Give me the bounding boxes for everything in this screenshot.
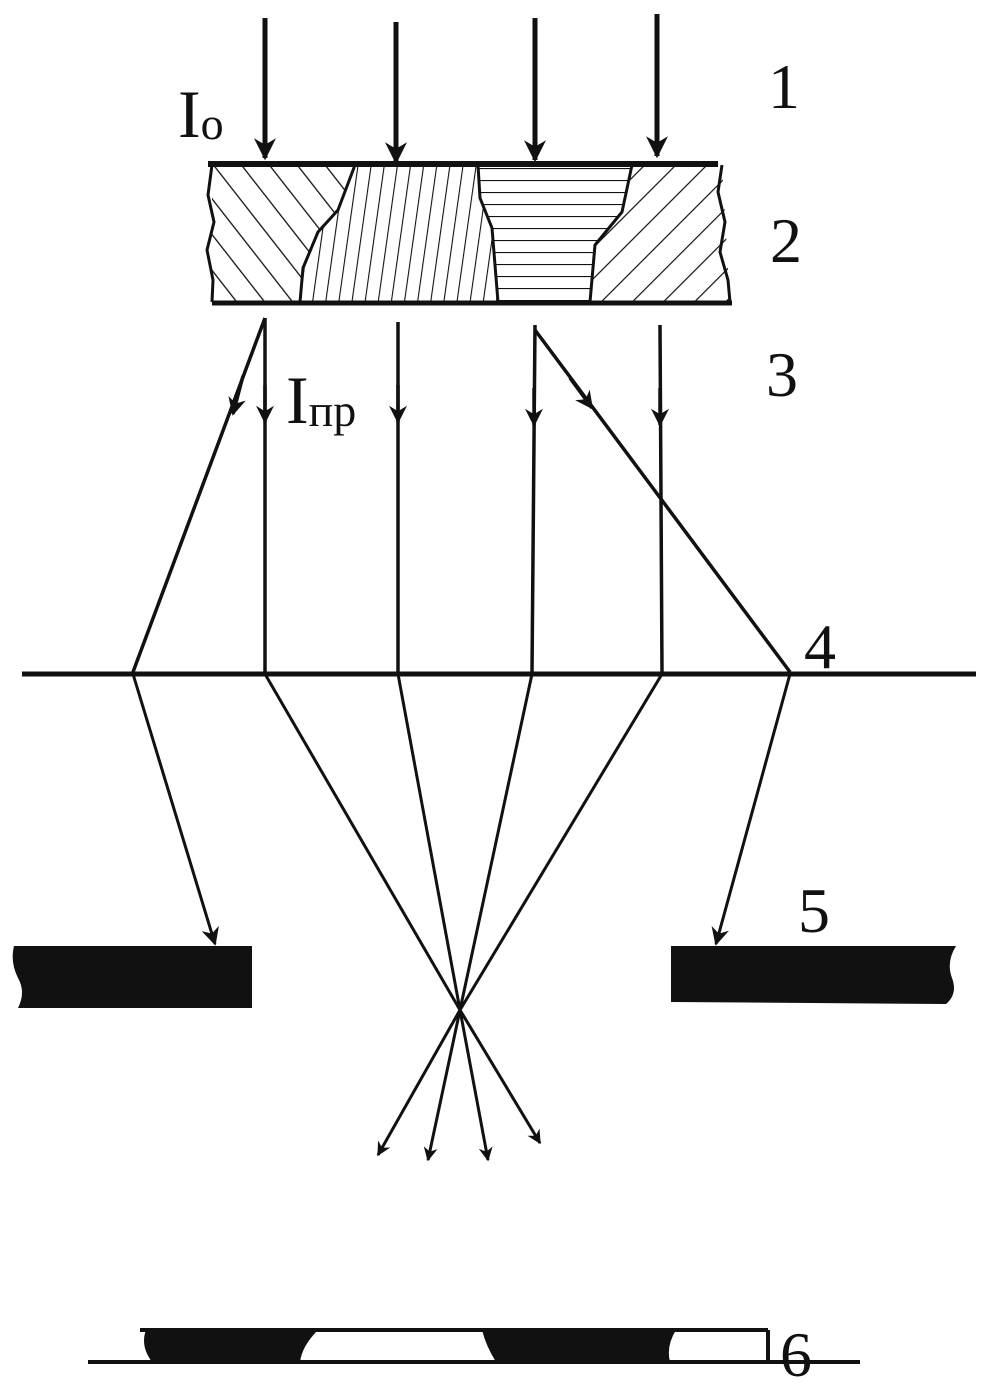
aperture-right-plate <box>671 946 956 1004</box>
label-4-lens: 4 <box>804 611 836 682</box>
focused-ray <box>458 673 664 1011</box>
focused-ray-out <box>458 1009 493 1162</box>
diffracted-ray-left-lower <box>131 673 219 946</box>
diffracted-ray-left <box>131 317 267 673</box>
polycrystalline-specimen <box>205 161 732 306</box>
image-plane <box>88 1328 860 1364</box>
transmitted-beams <box>131 317 792 674</box>
focused-ray <box>396 673 462 1011</box>
specimen-right-edge <box>716 164 732 303</box>
focused-ray <box>263 673 462 1011</box>
focused-ray <box>458 673 534 1011</box>
label-3-transmitted-beam: 3 <box>766 339 798 410</box>
incident-intensity-label: Io <box>178 76 224 152</box>
focused-ray-out <box>423 1009 462 1162</box>
diffracted-ray-right-lower <box>711 673 792 946</box>
transmitted-ray-3 <box>530 324 537 673</box>
grain-boundary <box>298 164 357 303</box>
focused-ray-out <box>458 1009 542 1145</box>
beam-direction-arrows <box>228 375 669 427</box>
aperture-left-plate <box>12 946 252 1008</box>
dark-grain-image <box>144 1330 318 1362</box>
label-6-image: 6 <box>780 1319 812 1389</box>
objective-aperture <box>12 946 956 1008</box>
diagram-labels: Io Iпр 1 2 3 4 5 6 <box>178 51 836 1389</box>
label-5-aperture: 5 <box>798 875 830 946</box>
grain-boundary <box>476 164 500 303</box>
focused-ray-out <box>376 1009 462 1157</box>
label-2-specimen: 2 <box>770 205 802 276</box>
dark-grain-image <box>482 1330 676 1362</box>
arrow-icon <box>228 375 246 416</box>
transmitted-intensity-label: Iпр <box>286 362 356 438</box>
specimen-left-edge <box>205 164 216 303</box>
focused-rays <box>131 673 792 1162</box>
grain-boundary <box>588 164 634 303</box>
incident-beam <box>254 14 668 165</box>
label-1-incident-beam: 1 <box>768 51 800 122</box>
arrow-icon <box>568 376 594 410</box>
